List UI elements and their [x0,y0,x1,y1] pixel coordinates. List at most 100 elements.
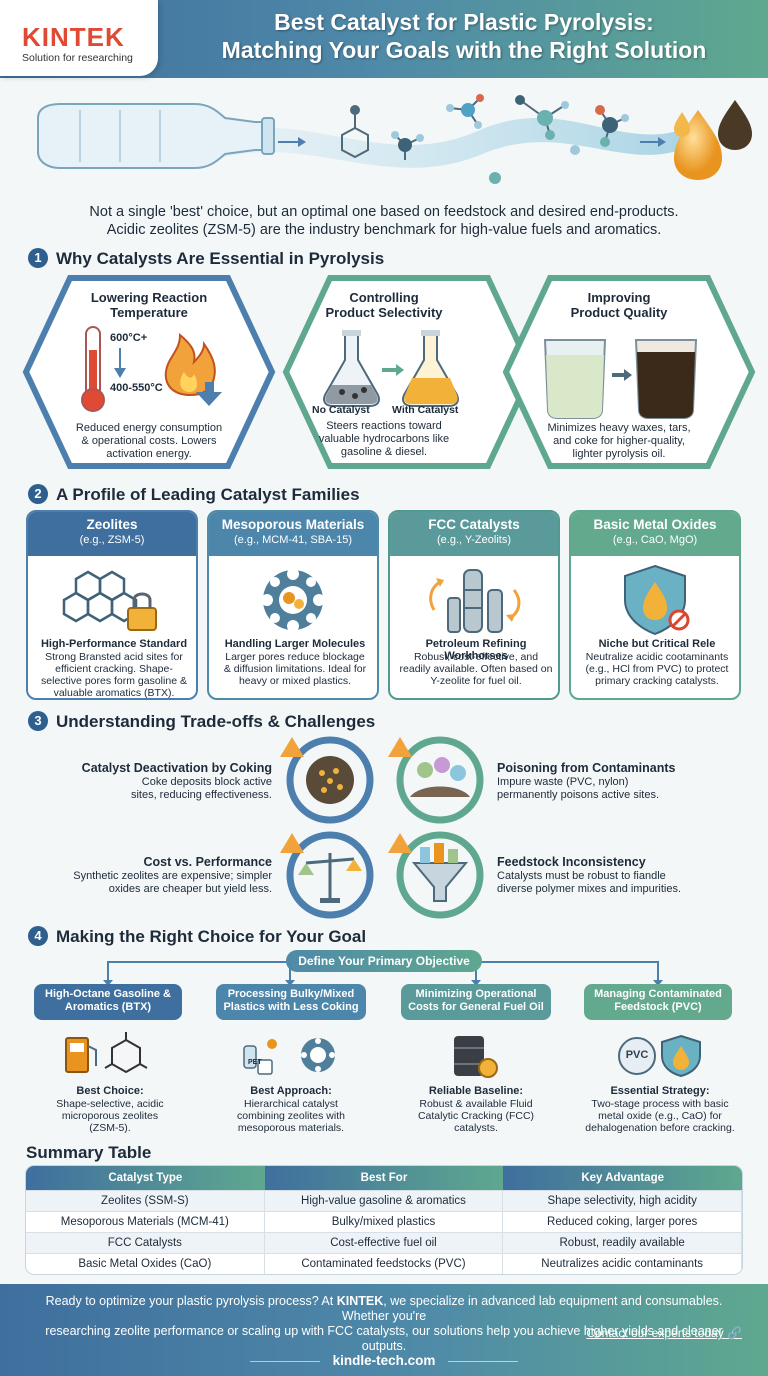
footer-brand: KINTEK [336,1294,384,1308]
warning-icons [280,737,412,853]
tradeoff-2-desc: Impure waste (PVC, nylon)permanently poi… [497,776,747,802]
desc-line: diverse polymer mixes and impurities. [497,883,682,895]
footer-line-1: Ready to optimize your plastic pyrolysis… [24,1294,744,1324]
desc-line: readily available. Often based on [399,663,553,675]
flask-no-catalyst-icon [323,330,380,407]
choice-2-title: Best Approach: [250,1085,332,1097]
desc-line: Two-stage process with basic [591,1098,729,1110]
desc-line: permanently poisons active sites. [497,789,660,801]
choice-label-line: Costs for General Fuel Oil [408,1001,544,1013]
logo-tagline: Solution for researching [22,52,133,64]
hex-title-line: Product Selectivity [325,305,443,320]
hex-title-line: Controlling [349,290,419,305]
choice-icons [65,1032,701,1078]
footer-banner: Ready to optimize your plastic pyrolysis… [0,1284,768,1376]
desc-line: valuable hydrocarbons like [318,433,450,445]
desc-line: Synthetic zeolites are expensive; simple… [73,870,272,882]
hex-1-desc: Reduced energy consumption& operational … [58,422,240,461]
temp-high-label: 600°C+ [110,332,148,344]
benzene-ring-icon [104,1032,148,1074]
desc-line: (ZSM-5). [89,1122,131,1134]
divider [448,1361,518,1362]
desc-line: Hierarchical catalyst [244,1098,338,1110]
desc-line: & operational costs. Lowers [81,435,217,447]
logo: KINTEK [22,22,125,52]
desc-line: Y-zeolite for fuel oil. [430,675,522,687]
section-title-text: A Profile of Leading Catalyst Families [56,485,360,504]
hex-title-line: Product Quality [570,305,668,320]
hex-title-line: Temperature [110,305,188,320]
logo-card[interactable]: KINTEK Solution for researching [0,0,158,76]
section-number: 3 [28,711,48,731]
choice-label-line: Aromatics (BTX) [64,1001,152,1013]
family-card-fcc[interactable]: FCC Catalysts(e.g., Y-Zeolits) Petroleum… [388,510,560,700]
desc-line: Minimizes heavy waxes, tars, [547,422,691,434]
card-example: (e.g., MCM-41, SBA-15) [234,534,352,546]
card-name: Zeolites [86,517,138,532]
desc-line: valuable aromatics (BTX). [53,687,175,699]
family-card-metal-oxides[interactable]: Basic Metal Oxides(e.g., CaO, MgO) Niche… [569,510,741,700]
objective-pill[interactable]: Define Your Primary Objective [286,950,482,972]
intro-text: Not a single 'best' choice, but an optim… [20,203,748,239]
column-header: Best For [264,1166,504,1190]
website-link[interactable]: kindle-tech.com [332,1353,436,1368]
card-example: (e.g., Y-Zeolits) [437,534,511,546]
hex-title-line: Improving [587,290,651,305]
table-cell: Reduced coking, larger pores [503,1211,742,1232]
pvc-label: PVC [625,1049,649,1061]
protective-shield-icon [661,1034,701,1078]
choice-gasoline-aromatics[interactable]: High-Octane Gasoline &Aromatics (BTX) [34,984,182,1020]
coke-particle-icon [306,756,354,804]
hexagon-benefits [22,275,756,469]
card-header: Basic Metal Oxides(e.g., CaO, MgO) [571,512,739,556]
card-header: Zeolites(e.g., ZSM-5) [28,512,196,556]
desc-line: gasoline & diesel. [340,446,428,458]
header-banner: KINTEK Solution for researching Best Cat… [0,0,768,78]
balance-scale-icon [298,853,362,903]
section-number: 4 [28,926,48,946]
table-cell: Robust, readily available [503,1232,742,1253]
section-title-text: Why Catalysts Are Essential in Pyrolysis [56,249,385,268]
desc-line: oxides are cheaper but yield less. [108,883,272,895]
card-example: (e.g., CaO, MgO) [612,534,698,546]
card-header: Mesoporous Materials (e.g., MCM-41, SBA-1… [209,512,377,556]
thermometer-icon [81,326,126,412]
card-header: FCC Catalysts(e.g., Y-Zeolits) [390,512,558,556]
footer-text: Ready to optimize your plastic pyrolysis… [24,1294,744,1354]
contact-experts-link[interactable]: Contact our experts today 🔗 [586,1326,742,1340]
table-header-row: Catalyst Type Best For Key Advantage [26,1166,742,1190]
card-name: Mesoporous Materials [221,517,365,532]
card-desc: Larger pores reduce blockage& diffusion … [213,651,377,687]
summary-title: Summary Table [26,1143,152,1162]
family-card-zeolites[interactable]: Zeolites(e.g., ZSM-5) High-Performance S… [26,510,198,700]
intro-line-2: Acidic zeolites (ZSM-5) are the industry… [106,222,662,238]
desc-line: Neutralize acidic cootaminants [585,651,729,663]
desc-line: & diffusion limitations. Ideal for [223,663,367,675]
card-subtitle: Niche but Critical Rele [598,638,716,650]
zeolite-lock-icon [62,570,157,631]
pvc-badge-icon [618,1037,656,1075]
family-card-mesoporous[interactable]: Mesoporous Materials (e.g., MCM-41, SBA-1… [207,510,379,700]
flame-icon [164,332,222,406]
choice-label-line: Processing Bulky/Mixed [227,988,355,1000]
atom-dots [391,94,629,184]
footer-text-part: Ready to optimize your plastic pyrolysis… [45,1294,337,1308]
table-cell: FCC Catalysts [26,1232,265,1253]
desc-line: Catalysts must be robust to fiandle [497,870,666,882]
hex-title-line: Lowering Reaction [90,290,208,305]
mesoporous-gear-icon [301,1038,335,1072]
